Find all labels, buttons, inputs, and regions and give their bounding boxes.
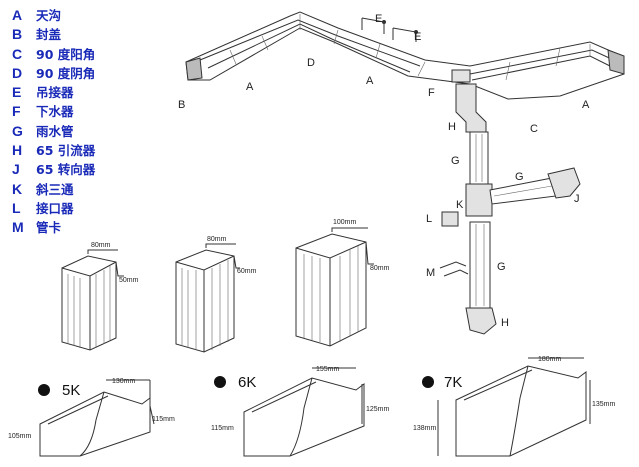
pipe-depth-label: 80mm [370, 265, 390, 272]
legend-item: M 管卡 [12, 218, 95, 237]
callout-label: L [426, 213, 432, 225]
legend-key: G [12, 122, 23, 139]
gutter-width-label: 130mm [112, 378, 136, 385]
legend-key: L [12, 199, 21, 216]
hanger-e [361, 17, 418, 42]
legend-key: H [12, 142, 23, 159]
pipe-profile-2: 80mm 60mm [175, 236, 257, 353]
gutter-front-height-label: 105mm [8, 433, 32, 440]
gutter-back-height-label: 115mm [152, 416, 175, 423]
legend-key: K [12, 180, 23, 197]
callout-label: G [497, 261, 506, 273]
end-cap-a [607, 49, 625, 75]
callout-label: A [582, 99, 590, 111]
legend-label: 吊接器 [36, 85, 74, 101]
legend-key: F [12, 103, 21, 120]
outlet-f [451, 69, 471, 83]
legend-label: 天沟 [36, 8, 62, 23]
gutter-front-height-label: 138mm [413, 425, 437, 432]
legend-item: E 吊接器 [12, 83, 95, 102]
parts-legend: A 天沟 B 封盖 C 90 度阳角 D 90 度阴角 E 吊接器 F 下水器 G 雨水管 H… [12, 6, 95, 238]
legend-key: E [12, 84, 22, 101]
callouts: B A D E E A F H C A G G J K L G M H [178, 13, 590, 329]
pipe-profile-3: 100mm 80mm [295, 219, 390, 347]
legend-item: G 雨水管 [12, 122, 95, 141]
end-cap-b [185, 57, 203, 81]
callout-label: F [428, 87, 435, 99]
legend-label: 65 引流器 [36, 143, 96, 159]
gutter-profile-5k: 5K 130mm 115mm 105mm [8, 378, 175, 457]
callout-label: E [414, 31, 421, 43]
callout-label: B [178, 99, 185, 111]
gutter-assembly [185, 11, 625, 100]
callout-label: J [574, 193, 580, 205]
clip-m [439, 261, 469, 277]
legend-key: A [12, 7, 23, 23]
gutter-size-label: 6K [238, 374, 256, 391]
legend-item: A 天沟 [12, 6, 95, 25]
legend-item: B 封盖 [12, 25, 95, 44]
callout-label: G [515, 171, 524, 183]
elbow-j [547, 167, 581, 199]
callout-label: H [501, 317, 509, 329]
pipe-depth-label: 50mm [119, 277, 139, 284]
gutter-profile-6k: 6K 155mm 125mm 115mm [211, 366, 390, 457]
legend-label: 下水器 [36, 104, 74, 120]
branch-k [465, 183, 493, 217]
gutter-width-label: 180mm [538, 356, 562, 363]
callout-label: G [451, 155, 460, 167]
downpipe-assembly [439, 83, 581, 335]
pipe-g-upper [469, 131, 489, 185]
gutter-front-height-label: 115mm [211, 425, 234, 432]
legend-label: 雨水管 [36, 123, 74, 139]
gutter-back-height-label: 125mm [366, 406, 390, 413]
gutter-size-label: 5K [62, 382, 80, 399]
legend-item: H 65 引流器 [12, 141, 95, 160]
callout-label: A [246, 81, 254, 93]
legend-label: 管卡 [36, 220, 62, 236]
pipe-depth-label: 60mm [237, 268, 257, 275]
gutter-size-label: 7K [444, 374, 462, 391]
legend-key: J [12, 161, 20, 178]
legend-label: 斜三通 [36, 181, 74, 197]
callout-label: E [375, 13, 382, 25]
legend-item: F 下水器 [12, 102, 95, 121]
callout-label: K [456, 199, 464, 211]
legend-item: J 65 转向器 [12, 160, 95, 179]
legend-key: C [12, 45, 23, 62]
legend-item: C 90 度阳角 [12, 45, 95, 64]
pipe-width-label: 100mm [333, 219, 357, 226]
callout-label: C [530, 123, 538, 135]
legend-item: D 90 度阴角 [12, 64, 95, 83]
legend-label: 65 转向器 [36, 162, 96, 178]
gutter-width-label: 155mm [316, 366, 340, 373]
callout-label: H [448, 121, 456, 133]
bullet-icon [422, 376, 434, 388]
bullet-icon [38, 384, 50, 396]
callout-label: D [307, 57, 315, 69]
pipe-g-lower [469, 221, 491, 309]
legend-item: K 斜三通 [12, 180, 95, 199]
legend-label: 90 度阳角 [36, 46, 96, 62]
connector-l [441, 211, 459, 227]
offset-h [455, 83, 487, 133]
legend-item: L 接口器 [12, 199, 95, 218]
legend-key: D [12, 64, 23, 81]
legend-key: B [12, 26, 23, 43]
gutter-profile-7k: 7K 180mm 135mm 138mm [413, 356, 616, 457]
legend-label: 封盖 [36, 27, 62, 43]
pipe-width-label: 80mm [207, 236, 227, 243]
gutter-back-height-label: 135mm [592, 401, 616, 408]
legend-label: 接口器 [36, 200, 74, 216]
legend-label: 90 度阴角 [36, 65, 96, 81]
callout-label: M [426, 267, 435, 279]
pipe-profile-1: 80mm 50mm [61, 242, 139, 351]
outlet-h [465, 307, 497, 335]
bullet-icon [214, 376, 226, 388]
legend-key: M [12, 219, 24, 236]
pipe-width-label: 80mm [91, 242, 111, 249]
callout-label: A [366, 75, 374, 87]
